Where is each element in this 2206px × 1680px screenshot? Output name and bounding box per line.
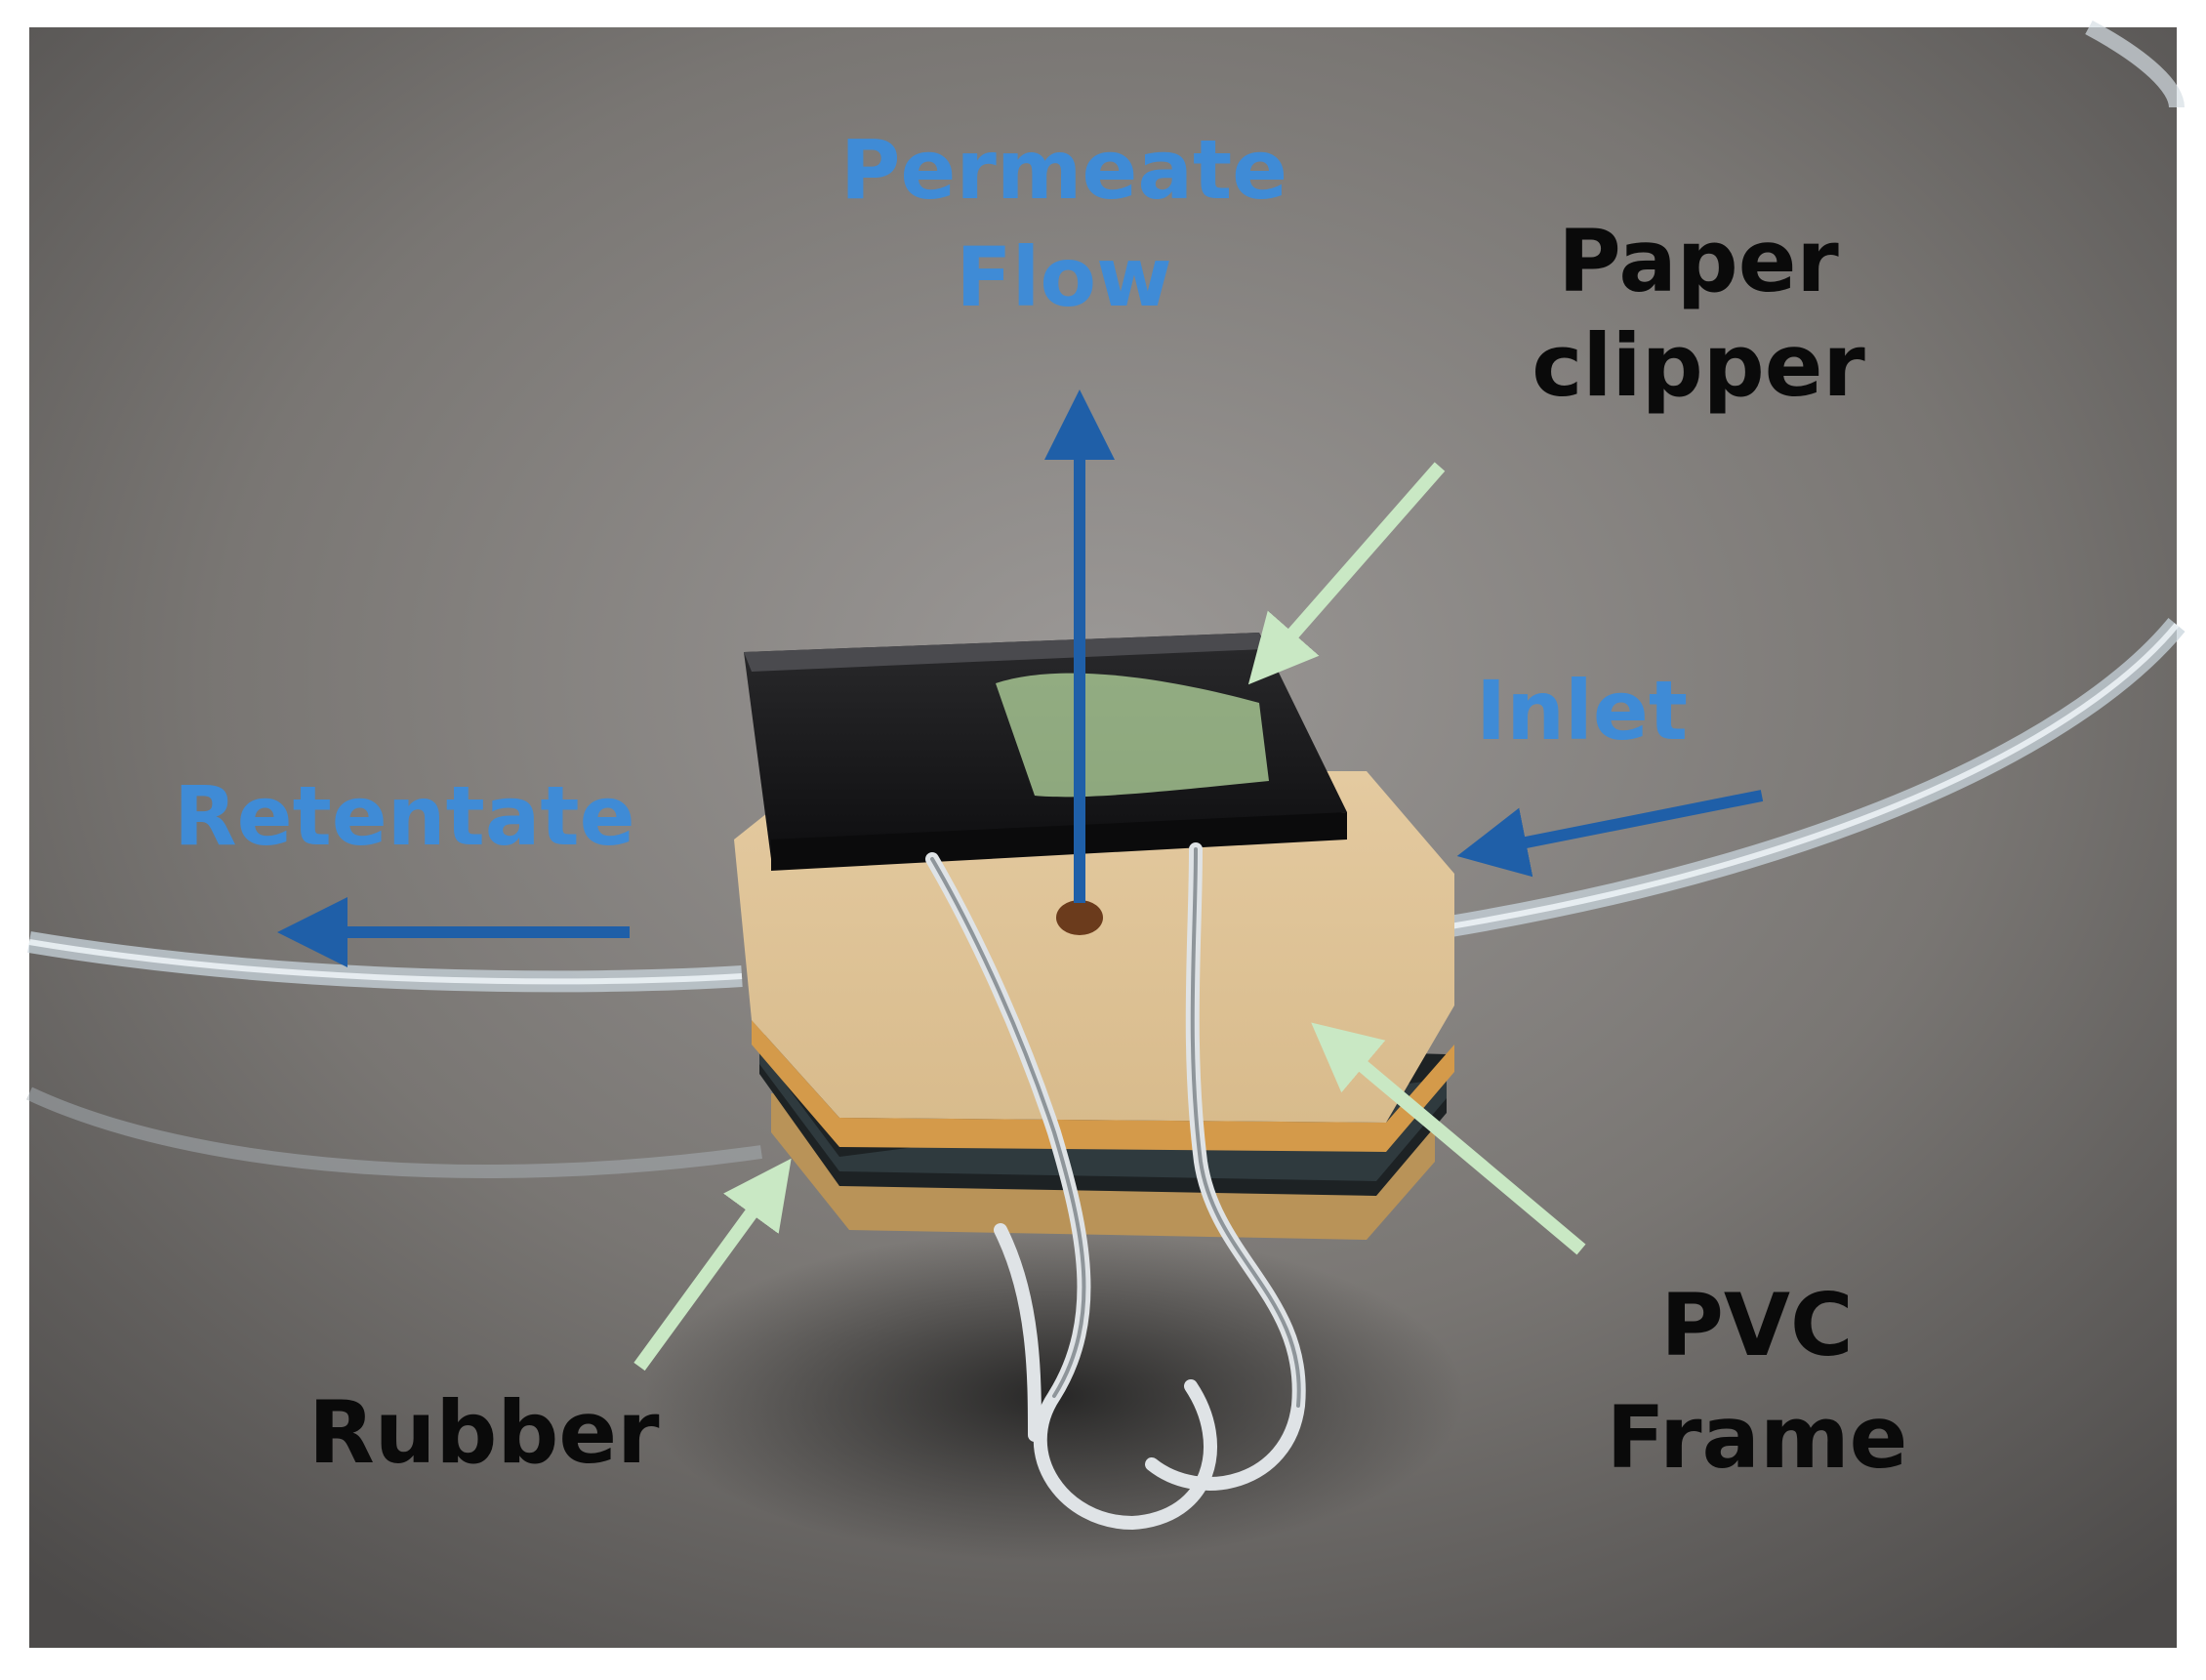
membrane-module [734, 771, 1454, 1240]
tubing [26, 20, 2186, 1178]
pvc-frame-label-line1: PVC [1660, 1275, 1854, 1375]
inlet-arrow [1456, 790, 1764, 878]
pvc-frame-label-line2: Frame [1606, 1386, 1908, 1488]
pointer-arrows [633, 462, 1586, 1372]
pvc-frame-pointer [1311, 1022, 1586, 1255]
permeate-hole [1056, 900, 1103, 935]
permeate-flow-label: Permeate Flow [781, 125, 1347, 323]
paper-clipper-label-line2: clipper [1532, 314, 1865, 416]
permeate-label-line1: Permeate [839, 122, 1288, 218]
paper-clipper-pointer [1247, 462, 1446, 685]
paper-clipper-label: Paper clipper [1503, 211, 1894, 416]
binder-clip [744, 633, 1347, 1531]
pvc-frame-label: PVC Frame [1562, 1275, 1952, 1488]
flow-arrows [277, 389, 1764, 967]
inlet-label: Inlet [1476, 663, 1688, 758]
permeate-label-line2: Flow [956, 229, 1172, 326]
paper-clipper-label-line1: Paper [1558, 211, 1839, 311]
rubber-label: Rubber [308, 1382, 660, 1483]
rubber-pointer [633, 1158, 792, 1372]
retentate-label: Retentate [174, 768, 635, 864]
